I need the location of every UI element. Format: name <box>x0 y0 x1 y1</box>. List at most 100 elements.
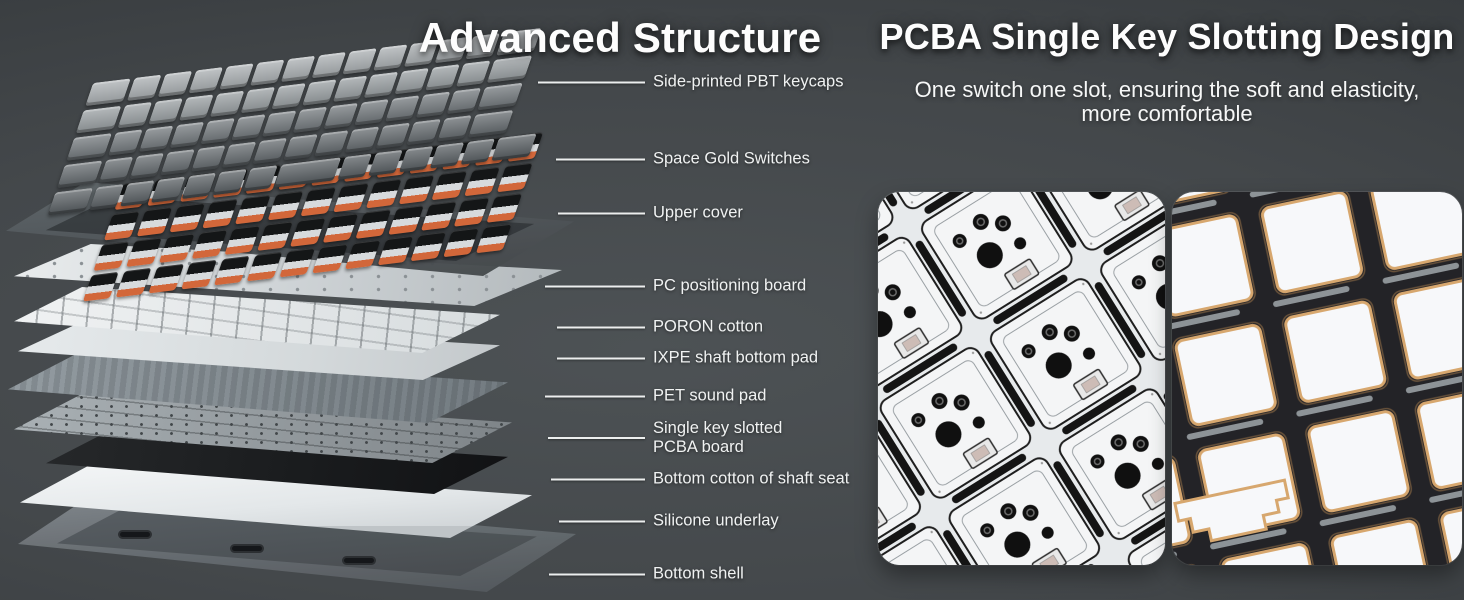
callout-label: Silicone underlay <box>653 511 779 530</box>
keycap <box>477 82 523 111</box>
switch <box>289 217 326 247</box>
keycap <box>323 102 359 130</box>
keycap <box>429 142 465 169</box>
switch <box>322 213 359 243</box>
keycap <box>283 133 318 161</box>
keycap <box>126 74 162 102</box>
keycap <box>384 95 420 122</box>
callout-line <box>558 212 645 214</box>
keycap <box>398 145 434 173</box>
exploded-keyboard-diagram <box>0 27 640 600</box>
keycap <box>415 91 451 118</box>
callout-line <box>538 81 645 83</box>
keycap <box>313 130 349 157</box>
pcba-subtitle-line2: more comfortable <box>1081 101 1253 126</box>
callout-line <box>545 285 645 287</box>
switch <box>224 225 261 255</box>
callout-label: PC positioning board <box>653 276 807 295</box>
callout-label: Side-printed PBT keycaps <box>653 72 844 91</box>
keycap <box>280 55 316 83</box>
switch <box>148 263 185 294</box>
keycap <box>219 63 254 90</box>
callout-line <box>559 520 645 522</box>
stabilizer-cutout <box>1173 478 1290 543</box>
switch <box>312 243 348 274</box>
switch <box>344 239 381 270</box>
switch <box>126 237 162 267</box>
keycap <box>242 165 278 192</box>
callout-line <box>545 395 645 397</box>
callout-bottom-shell: Bottom shell <box>549 565 744 584</box>
keycap <box>344 126 380 153</box>
callout-line <box>557 326 645 328</box>
keycap <box>231 114 266 141</box>
callout-switches: Space Gold Switches <box>556 150 810 169</box>
switch <box>453 197 490 227</box>
callout-line <box>548 437 645 439</box>
switch <box>475 223 512 254</box>
shell-port-detail <box>230 544 265 553</box>
pcba-design-title: PCBA Single Key Slotting Design <box>879 16 1455 57</box>
keycap <box>455 60 491 87</box>
keycap <box>200 117 236 145</box>
callout-pet: PET sound pad <box>545 387 766 406</box>
callout-poron: PORON cotton <box>557 318 763 337</box>
callout-upper-cover: Upper cover <box>558 204 743 223</box>
switch <box>246 251 283 282</box>
switch <box>158 233 195 263</box>
pcba-subtitle-line1: One switch one slot, ensuring the soft a… <box>914 77 1420 102</box>
keycap <box>271 83 307 110</box>
callout-bottom-cotton: Bottom cotton of shaft seat <box>551 470 849 489</box>
keycap <box>98 156 134 184</box>
keycap <box>437 115 472 142</box>
keycap <box>89 183 124 211</box>
keycap <box>425 64 460 91</box>
keycap <box>138 125 174 152</box>
shell-port-detail <box>341 556 376 565</box>
switch <box>377 235 414 266</box>
keycap <box>302 79 337 106</box>
switch <box>388 205 424 235</box>
keycap <box>337 153 373 180</box>
callout-label: PORON cotton <box>653 317 764 336</box>
keycap <box>460 138 496 165</box>
keycap <box>129 152 165 180</box>
keycap <box>467 109 514 138</box>
keycap <box>188 67 224 94</box>
callout-label: Bottom shell <box>653 564 744 583</box>
keycap <box>66 133 112 161</box>
switch <box>420 201 457 231</box>
keycap <box>56 160 103 189</box>
switch <box>486 193 523 223</box>
switch <box>181 259 217 290</box>
keycap <box>273 157 342 188</box>
callout-pcba: Single key slotted PCBA board <box>548 419 823 457</box>
callout-line <box>557 357 645 359</box>
keycap <box>252 137 288 165</box>
keycap <box>47 187 94 216</box>
callout-label: Upper cover <box>653 203 743 222</box>
keycap <box>332 75 368 102</box>
keycap <box>75 105 122 134</box>
callout-label: Single key slotted PCBA board <box>653 419 783 456</box>
keycap <box>394 67 430 95</box>
keycap <box>375 122 411 150</box>
switch <box>410 231 447 262</box>
keycap <box>292 106 328 134</box>
keycap <box>119 180 155 207</box>
keycap <box>181 172 217 200</box>
keycap <box>150 176 186 203</box>
callout-ixpe: IXPE shaft bottom pad <box>557 349 818 368</box>
switch <box>355 209 392 239</box>
callout-line <box>551 478 645 480</box>
keycap <box>354 99 389 126</box>
callout-keycaps: Side-printed PBT keycaps <box>538 73 843 92</box>
pcb-back-photo <box>1172 192 1462 565</box>
pcb-front-photo <box>878 192 1165 565</box>
keycap <box>261 110 297 137</box>
keycap <box>117 101 153 129</box>
callout-label: Bottom cotton of shaft seat <box>653 469 850 488</box>
keycap <box>85 78 131 107</box>
keycap <box>148 98 183 125</box>
keycap <box>368 149 403 177</box>
